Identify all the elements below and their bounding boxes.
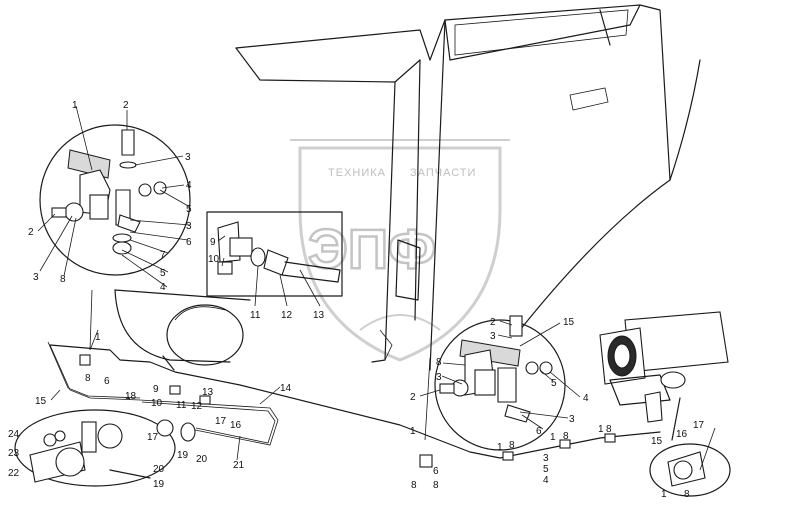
callout-label: 6 [536, 426, 542, 437]
callout-label: 18 [125, 391, 137, 402]
callout-label: 11 [176, 400, 187, 411]
detail-circle-1 [39, 124, 191, 276]
detail-ellipse-4 [649, 443, 731, 497]
callout-label: 1 [497, 442, 503, 453]
callout-label: 17 [147, 432, 159, 443]
callout-label: 8 [433, 480, 439, 491]
callout-label: 12 [281, 310, 293, 321]
callout-label: 1 [598, 424, 604, 435]
callout-label: 3 [490, 331, 496, 342]
callout-label: 16 [676, 429, 688, 440]
fuel-tank [114, 289, 251, 366]
callout-label: 8 [606, 424, 612, 435]
pipework [47, 289, 681, 468]
callout-label: 2 [28, 227, 34, 238]
callout-label: 8 [411, 480, 417, 491]
callout-label: 6 [104, 376, 110, 387]
cab-outline [235, 4, 701, 371]
callout-label: 20 [196, 454, 208, 465]
callout-label: 13 [313, 310, 325, 321]
callout-label: 9 [210, 237, 216, 248]
callout-label: 6 [433, 466, 439, 477]
callout-label: 4 [543, 475, 549, 486]
callout-label: 6 [186, 237, 192, 248]
callout-label: 22 [8, 468, 20, 479]
callout-label: 4 [186, 180, 192, 191]
callout-label: 1 [72, 100, 78, 111]
callout-label: 19 [177, 450, 189, 461]
callout-label: 10 [151, 398, 163, 409]
watermark: ТЕХНИКА ЗАПЧАСТИ ЭПФ [290, 139, 510, 362]
callout-label: 8 [563, 431, 569, 442]
watermark-text-left: ТЕХНИКА [328, 167, 386, 179]
callout-label: 7 [160, 250, 166, 261]
callout-label: 23 [8, 448, 20, 459]
callout-label: 2 [490, 317, 496, 328]
callout-label: 5 [551, 378, 557, 389]
detail-ellipse-3 [14, 409, 176, 487]
leader-lines [37, 105, 716, 471]
callout-label: 17 [693, 420, 705, 431]
callout-labels: 1 2 3 4 5 3 6 7 5 4 2 3 8 9 10 11 12 13 … [8, 100, 705, 500]
callout-label: 8 [436, 357, 442, 368]
callout-label: 1 [95, 332, 101, 343]
callout-label: 15 [35, 396, 47, 407]
callout-label: 8 [60, 274, 66, 285]
callout-label: 1 [410, 426, 416, 437]
callout-label: 10 [208, 254, 220, 265]
callout-label: 24 [8, 429, 20, 440]
callout-label: 1 [550, 432, 556, 443]
callout-label: 15 [563, 317, 575, 328]
callout-label: 2 [410, 392, 416, 403]
side-unit [599, 311, 729, 423]
callout-label: 21 [233, 460, 245, 471]
callout-label: 5 [186, 204, 192, 215]
watermark-text-right: ЗАПЧАСТИ [410, 167, 476, 179]
callout-label: 3 [436, 372, 442, 383]
callout-label: 9 [153, 384, 159, 395]
callout-label: 17 [215, 416, 227, 427]
callout-label: 2 [123, 100, 129, 111]
callout-label: 4 [583, 393, 589, 404]
detail-circle-2 [434, 315, 566, 451]
callout-label: 5 [160, 268, 166, 279]
callout-label: 3 [33, 272, 39, 283]
callout-label: 8 [684, 489, 690, 500]
callout-label: 16 [230, 420, 242, 431]
callout-label: 14 [280, 383, 292, 394]
callout-label: 4 [160, 282, 166, 293]
callout-label: 1 [661, 489, 667, 500]
callout-label: 12 [191, 401, 203, 412]
callout-label: 8 [85, 373, 91, 384]
callout-label: 8 [509, 440, 515, 451]
callout-label: 3 [569, 414, 575, 425]
callout-label: 3 [185, 152, 191, 163]
callout-label: 15 [651, 436, 663, 447]
callout-label: 5 [543, 464, 549, 475]
detail-box-valve [206, 211, 343, 297]
callout-label: 20 [153, 464, 165, 475]
callout-label: 11 [250, 310, 261, 321]
callout-label: 13 [202, 387, 214, 398]
callout-label: 3 [186, 221, 192, 232]
callout-label: 3 [543, 453, 549, 464]
callout-label: 19 [153, 479, 165, 490]
